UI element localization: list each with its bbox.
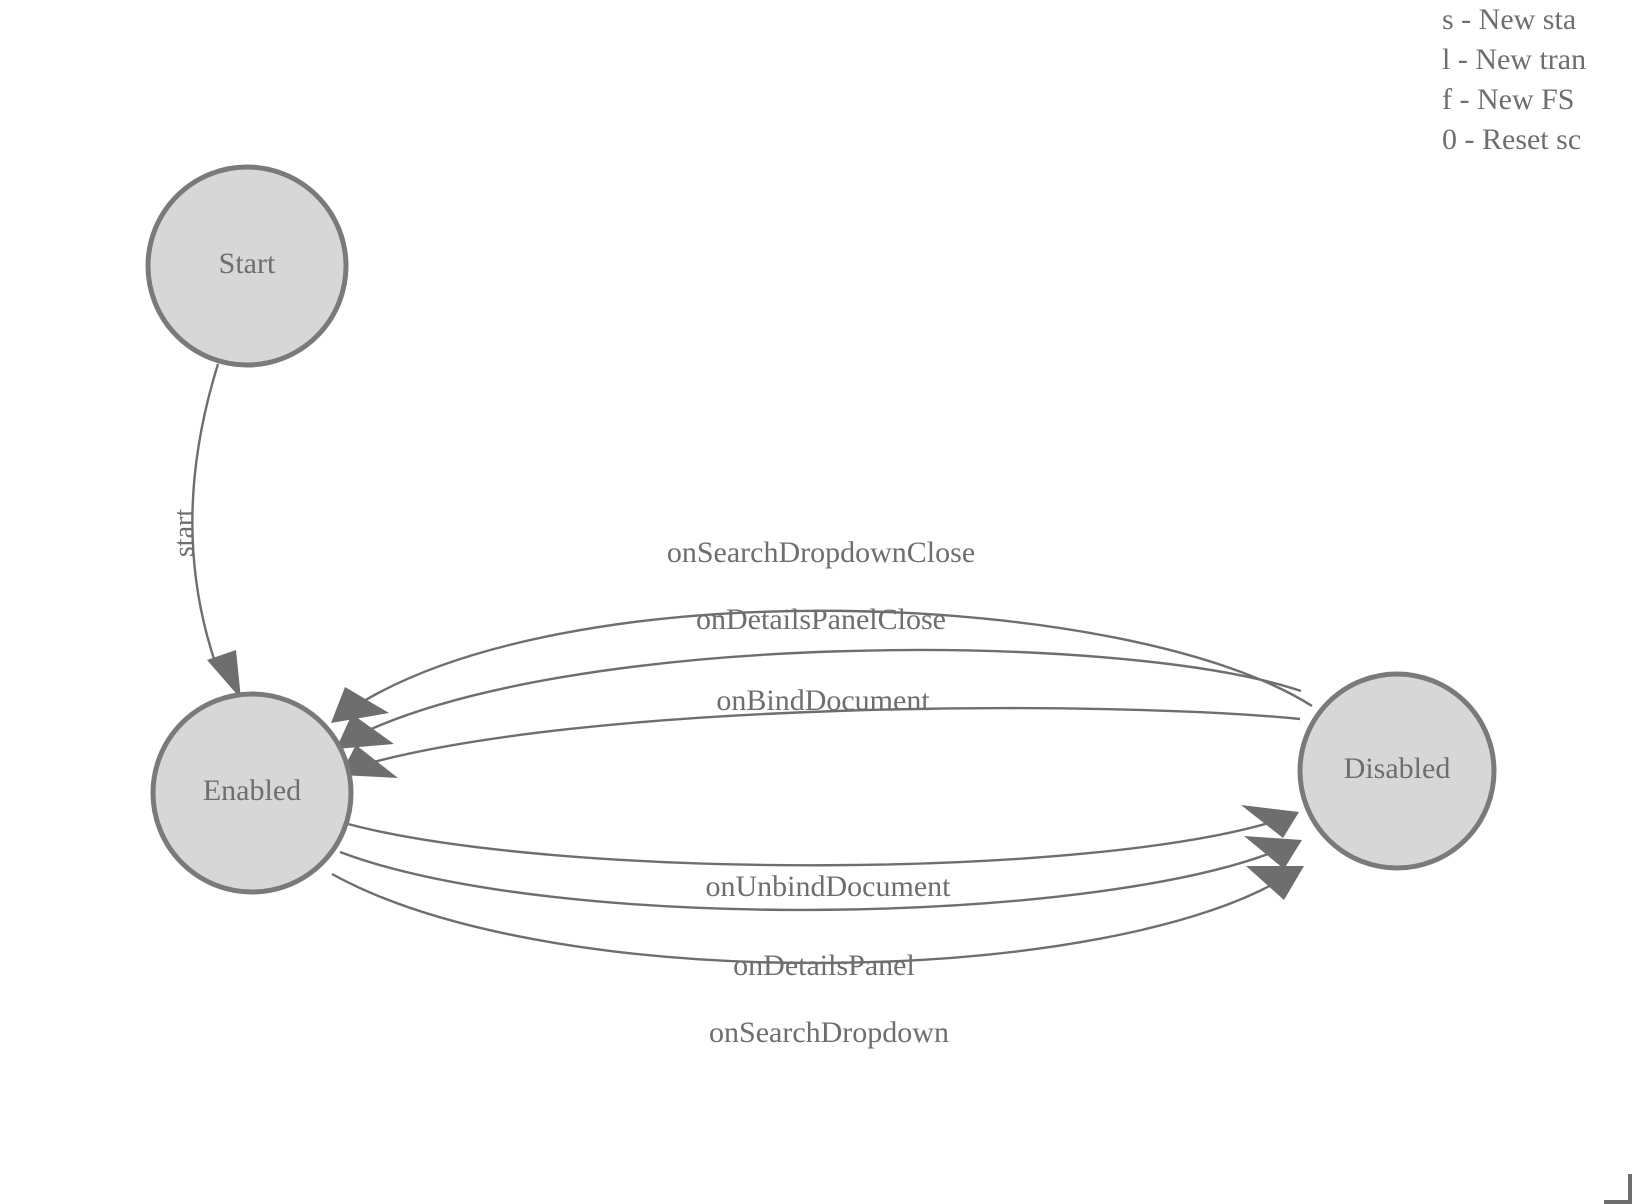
state-node-enabled[interactable]: Enabled [150,691,354,895]
transition-label-ondetailspanel: onDetailsPanel [733,949,915,982]
transition-onsearchdropdown[interactable] [331,866,1304,965]
transition-label-onbinddocument: onBindDocument [716,684,930,717]
transition-onbinddocument-arrowhead [340,745,398,778]
transition-onunbinddocument-arrowhead [1241,805,1299,838]
transition-onsearchdropdown-path[interactable] [331,872,1291,965]
transition-label-onsearchdropdown: onSearchDropdown [709,1016,949,1049]
state-node-disabled-circle[interactable] [1297,671,1497,871]
state-node-start-label: Start [219,247,276,280]
transition-start[interactable] [191,363,241,699]
transition-onsearchdropdownclose-arrowhead [331,687,389,723]
transition-onunbinddocument[interactable] [347,805,1299,867]
transition-start-path[interactable] [191,363,220,669]
transition-onbinddocument[interactable] [340,706,1301,778]
transition-ondetailspanel[interactable] [339,836,1302,912]
state-node-enabled-label: Enabled [203,774,301,807]
transition-ondetailspanel-arrowhead [1244,836,1302,869]
resize-handle-icon[interactable] [1604,1174,1632,1204]
transition-onsearchdropdownclose-path[interactable] [344,609,1313,714]
state-node-disabled[interactable]: Disabled [1297,671,1497,871]
transition-onsearchdropdownclose[interactable] [331,609,1313,723]
state-node-disabled-label: Disabled [1344,752,1451,785]
transition-ondetailspanelclose-path[interactable] [347,648,1302,742]
transition-ondetailspanel-path[interactable] [339,844,1289,912]
transition-ondetailspanelclose[interactable] [336,648,1302,749]
transition-start-arrowhead [207,650,241,699]
state-node-start[interactable]: Start [145,164,349,368]
transition-onbinddocument-path[interactable] [351,706,1301,770]
state-node-start-circle[interactable] [145,164,349,368]
state-node-enabled-circle[interactable] [150,691,354,895]
transition-label-ondetailspanelclose: onDetailsPanelClose [696,603,946,636]
resize-handle-vertical-bar [1628,1174,1632,1204]
transition-onsearchdropdown-arrowhead [1246,866,1304,900]
transition-label-onsearchdropdownclose: onSearchDropdownClose [667,536,975,569]
transition-ondetailspanelclose-arrowhead [336,714,394,749]
resize-handle-horizontal-bar [1604,1200,1632,1204]
transition-label-onunbinddocument: onUnbindDocument [706,870,952,903]
transition-onunbinddocument-path[interactable] [347,816,1286,867]
transition-label-start: start [169,509,200,557]
